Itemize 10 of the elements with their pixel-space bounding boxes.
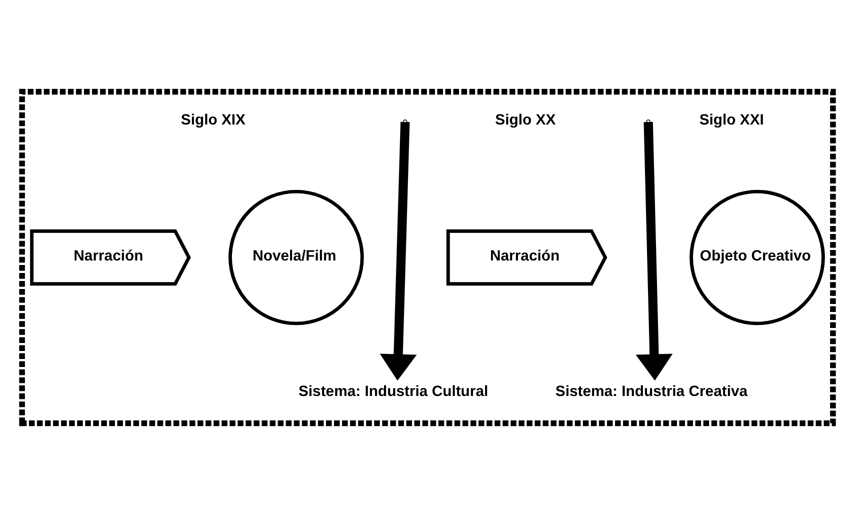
label: Siglo XX — [495, 112, 556, 128]
label: Siglo XXI — [699, 112, 764, 128]
node-circle: Objeto Creativo — [690, 189, 825, 325]
cluster — [19, 88, 836, 426]
node-text: Sistema: Industria Cultural — [298, 384, 488, 400]
arrow — [380, 121, 417, 380]
node-circle: Novela/Film — [228, 189, 364, 325]
label: Siglo XIX — [180, 112, 246, 128]
arrow — [636, 121, 673, 380]
node-text: Sistema: Industria Creativa — [555, 384, 748, 400]
